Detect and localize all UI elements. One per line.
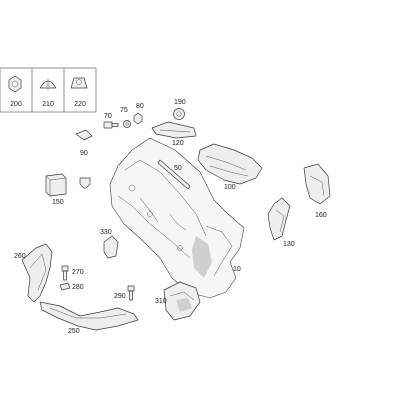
firewall-insulation-panel[interactable]: [109, 137, 245, 299]
callout-160[interactable]: 160: [315, 212, 327, 219]
callout-310[interactable]: 310: [155, 298, 167, 305]
callout-100[interactable]: 100: [224, 184, 236, 191]
callout-120[interactable]: 120: [172, 140, 184, 147]
callout-250[interactable]: 250: [68, 328, 80, 335]
bolt-290[interactable]: [127, 285, 135, 301]
nut-80[interactable]: [133, 112, 143, 125]
rail-260[interactable]: [21, 243, 53, 303]
callout-270[interactable]: 270: [72, 269, 84, 276]
callout-290[interactable]: 290: [114, 293, 126, 300]
callout-50[interactable]: 50: [174, 165, 182, 172]
callout-80[interactable]: 80: [136, 103, 144, 110]
callout-220[interactable]: 220: [74, 101, 86, 108]
callout-70[interactable]: 70: [104, 113, 112, 120]
retainer-330[interactable]: [103, 235, 119, 259]
callout-210[interactable]: 210: [42, 101, 54, 108]
washer-75[interactable]: [123, 120, 131, 128]
callout-260[interactable]: 260: [14, 253, 26, 260]
callout-150[interactable]: 150: [52, 199, 64, 206]
insulation-pad-100[interactable]: [197, 143, 263, 185]
callout-10[interactable]: 10: [233, 266, 241, 273]
bolt-70[interactable]: [103, 121, 119, 129]
callout-130[interactable]: 130: [283, 241, 295, 248]
insulation-block-150[interactable]: [45, 173, 67, 197]
fastener-legend-box: 200 210 220: [0, 67, 97, 113]
callout-75[interactable]: 75: [120, 107, 128, 114]
cover-160[interactable]: [303, 163, 331, 205]
callout-330[interactable]: 330: [100, 229, 112, 236]
bolt-270[interactable]: [61, 265, 69, 281]
callout-90[interactable]: 90: [80, 150, 88, 157]
cowl-panel-250[interactable]: [39, 301, 139, 331]
shield-310[interactable]: [163, 281, 201, 321]
grommet-190[interactable]: [173, 108, 185, 120]
bracket-120[interactable]: [151, 121, 197, 139]
callout-190[interactable]: 190: [174, 99, 186, 106]
push-clip[interactable]: [79, 177, 91, 189]
callout-200[interactable]: 200: [10, 101, 22, 108]
nut-200-icon[interactable]: [8, 75, 22, 93]
seal-strip[interactable]: [157, 159, 191, 190]
clip-210-icon[interactable]: [39, 78, 57, 90]
callout-280[interactable]: 280: [72, 284, 84, 291]
clip-220-icon[interactable]: [70, 77, 88, 89]
bracket-130[interactable]: [267, 197, 291, 241]
clip-90[interactable]: [75, 129, 93, 141]
clip-280[interactable]: [59, 282, 71, 291]
